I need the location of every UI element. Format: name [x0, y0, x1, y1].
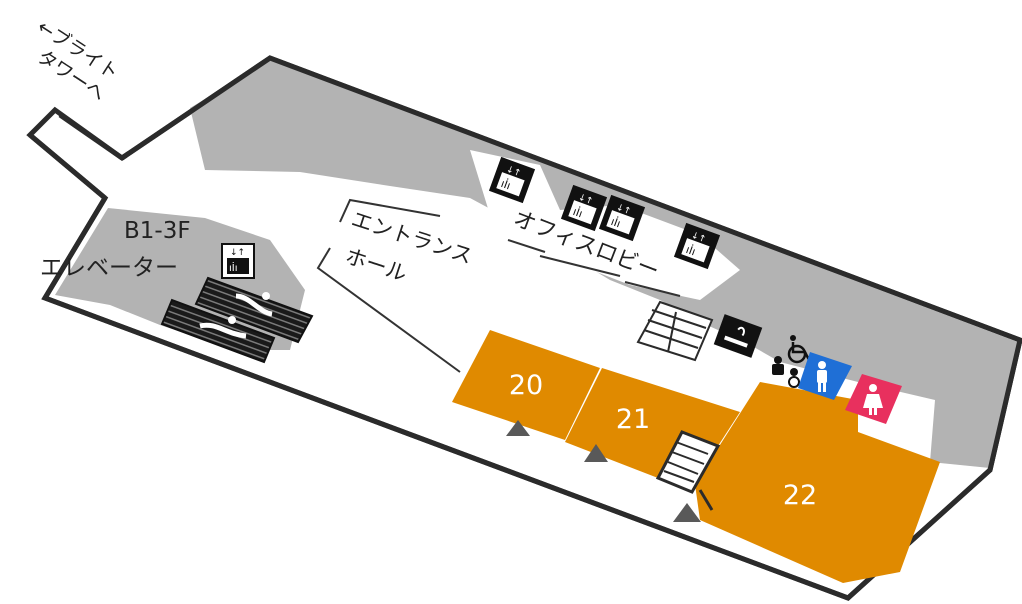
shop-unit-20[interactable]: 20: [452, 330, 600, 440]
escalator-icon[interactable]: [194, 276, 314, 344]
shop-unit-22-area: [693, 382, 940, 583]
shop-unit-22[interactable]: 22: [693, 382, 940, 583]
shop-unit-22-number: 22: [783, 480, 817, 511]
entrance-arrow-icon: [673, 503, 701, 522]
shop-unit-21-area: [565, 368, 740, 478]
wheelchair-icon[interactable]: [787, 335, 811, 364]
svg-text:ıİı: ıİı: [229, 261, 238, 274]
passage-wall: [28, 133, 107, 200]
entrance-guideline: [316, 247, 461, 373]
elevator-label: エレベーター: [40, 255, 178, 281]
lobby-underline: [624, 281, 681, 297]
elevator-icon[interactable]: ıİı ↓↑: [221, 243, 255, 279]
escalator-icon[interactable]: [160, 298, 276, 364]
shop-unit-20-area: [452, 330, 600, 440]
shop-unit-21[interactable]: 21: [565, 368, 740, 478]
shop-unit-21-number: 21: [616, 404, 650, 435]
passage-wall: [58, 112, 124, 161]
svg-text:ıİı: ıİı: [609, 215, 622, 230]
elevator-icon[interactable]: ıİı ↓↑: [560, 184, 608, 232]
svg-text:ıİı: ıİı: [571, 205, 584, 220]
elevator-icon[interactable]: ıİı ↓↑: [598, 194, 646, 242]
entrance-arrow-icon: [506, 420, 530, 436]
svg-text:↓↑: ↓↑: [230, 248, 245, 258]
lobby-underline: [507, 239, 546, 253]
svg-text:↓↑: ↓↑: [690, 231, 708, 246]
elevator-icon[interactable]: ıİı ↓↑: [673, 222, 721, 270]
svg-text:↓↑: ↓↑: [615, 203, 633, 218]
smoking-area-icon[interactable]: [713, 314, 763, 358]
lobby-underline: [539, 255, 621, 277]
stairs-icon: [636, 300, 714, 362]
svg-text:↓↑: ↓↑: [505, 165, 523, 180]
entrance-bracket: [339, 198, 441, 223]
elevator-floor-range-label: B1-3F: [124, 218, 191, 244]
elevator-icon[interactable]: ıİı ↓↑: [488, 156, 536, 204]
stairs-icon: [655, 430, 721, 511]
baby-care-icon[interactable]: [772, 356, 784, 375]
building-outline: [41, 55, 1022, 601]
svg-text:ıİı: ıİı: [684, 243, 697, 258]
svg-text:ıİı: ıİı: [499, 177, 512, 192]
mens-restroom-icon[interactable]: [798, 352, 852, 400]
baby-care-icon[interactable]: [788, 368, 800, 388]
shop-unit-20-number: 20: [509, 370, 543, 401]
womens-restroom-icon[interactable]: [845, 374, 902, 424]
svg-text:↓↑: ↓↑: [577, 193, 595, 208]
entrance-arrow-icon: [584, 444, 608, 462]
